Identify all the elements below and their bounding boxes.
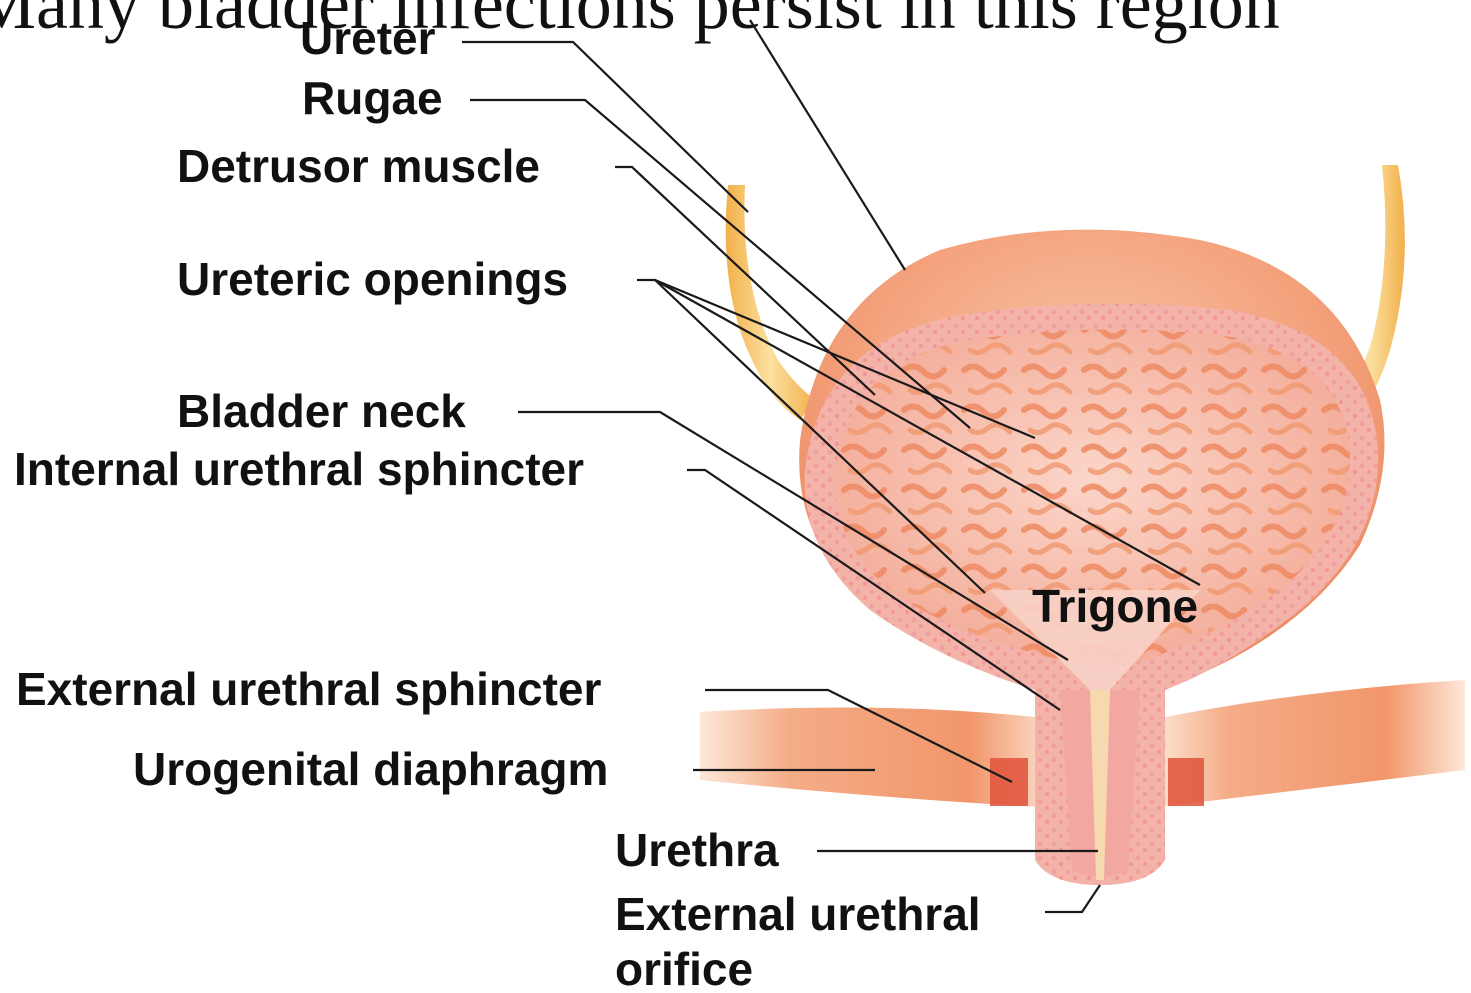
left-ureter-shape [725,185,815,420]
slide-title: Many bladder infections persist in this … [0,0,1280,44]
right-ureter-shape [1335,165,1405,425]
label-detrusor-muscle: Detrusor muscle [177,140,540,192]
urogenital-diaphragm-shape [700,680,1465,808]
leader-lines [462,19,1201,914]
label-urethra: Urethra [615,824,779,876]
label-ureteric-openings: Ureteric openings [177,253,568,305]
label-external-urethral-orifice-line1: External urethral [615,888,981,940]
trigone-shape [990,590,1200,690]
label-external-urethral-sphincter: External urethral sphincter [16,663,601,715]
label-urogenital-diaphragm: Urogenital diaphragm [133,743,608,795]
label-external-urethral-orifice-line2: orifice [615,943,753,993]
label-rugae: Rugae [302,72,443,124]
label-ureter: Ureter [300,12,436,64]
label-internal-urethral-sphincter: Internal urethral sphincter [14,443,584,495]
label-bladder-neck: Bladder neck [177,385,466,437]
label-trigone: Trigone [1032,580,1198,632]
